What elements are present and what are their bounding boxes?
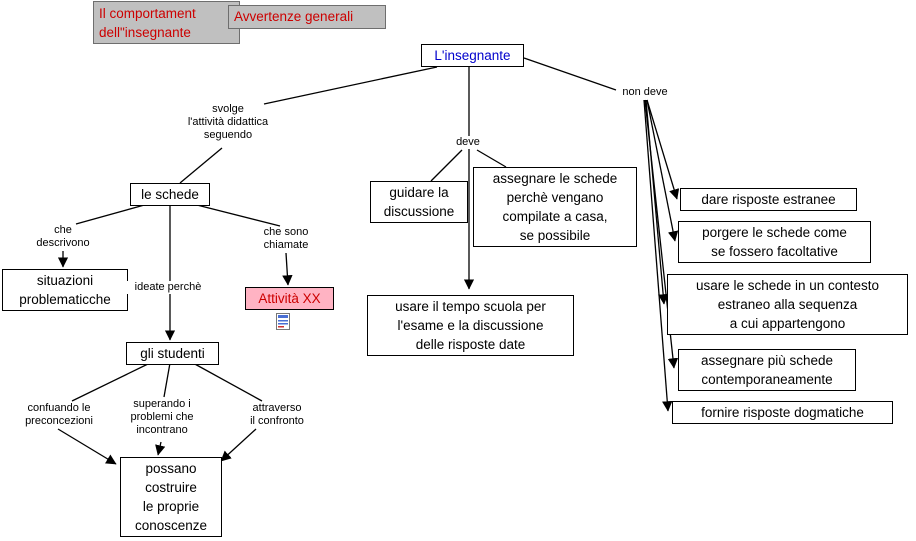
label-superando-problemi[interactable]: superando i problemi che incontrano bbox=[130, 398, 194, 436]
node-usare-tempo-scuola[interactable]: usare il tempo scuola per l'esame e la d… bbox=[367, 295, 574, 356]
label-deve[interactable]: deve bbox=[448, 136, 488, 149]
node-attivita-xx[interactable]: Attività XX bbox=[245, 287, 334, 310]
title-box-comportamento[interactable]: Il comportament dell"insegnante bbox=[93, 1, 240, 44]
edge-deve-guidare bbox=[430, 149, 463, 182]
edge-studenti-attraverso bbox=[192, 362, 263, 402]
node-insegnante[interactable]: L'insegnante bbox=[421, 44, 524, 67]
node-guidare-discussione[interactable]: guidare la discussione bbox=[370, 181, 468, 223]
label-attraverso-confronto[interactable]: attraverso il confronto bbox=[250, 402, 304, 427]
node-le-schede[interactable]: le schede bbox=[130, 183, 210, 206]
label-svolge-attivita[interactable]: svolge l'attività didattica seguendo bbox=[187, 103, 269, 141]
edge-svolge-leschede bbox=[179, 147, 223, 184]
edge-studenti-confuando bbox=[71, 362, 151, 402]
label-confuando-preconcezioni[interactable]: confuando le preconcezioni bbox=[25, 402, 93, 427]
node-assegnare-piu-schede[interactable]: assegnare più schede contemporaneamente bbox=[678, 349, 856, 391]
edge-leschede-chedescrivono bbox=[75, 203, 149, 225]
edge-insegnante-svolge bbox=[263, 66, 438, 105]
edge-nondeve-dare bbox=[646, 99, 680, 200]
edge-chesono-attivita bbox=[282, 252, 293, 286]
edge-leschede-chesono bbox=[192, 203, 281, 227]
node-porgere-schede-facoltative[interactable]: porgere le schede come se fossero facolt… bbox=[678, 221, 871, 263]
edge-superando-possano bbox=[155, 441, 166, 456]
label-ideate-perche[interactable]: ideate perchè bbox=[124, 281, 212, 294]
edge-confuando-possano bbox=[57, 428, 117, 465]
edge-deve-assegnarecasa bbox=[476, 149, 507, 168]
edge-nondeve-porgere bbox=[646, 99, 679, 242]
node-dare-risposte-estranee[interactable]: dare risposte estranee bbox=[680, 188, 857, 211]
node-fornire-risposte-dogmatiche[interactable]: fornire risposte dogmatiche bbox=[672, 401, 893, 424]
node-situazioni-problematiche[interactable]: situazioni problematicche bbox=[2, 269, 128, 311]
edge-studenti-superando bbox=[163, 362, 171, 398]
node-usare-schede-contesto[interactable]: usare le schede in un contesto estraneo … bbox=[667, 274, 908, 335]
edge-attraverso-possano bbox=[220, 428, 257, 462]
resource-icon[interactable] bbox=[276, 313, 290, 330]
edge-insegnante-nondeve bbox=[523, 57, 617, 91]
label-che-sono-chiamate[interactable]: che sono chiamate bbox=[263, 226, 309, 251]
node-assegnare-schede-casa[interactable]: assegnare le schede perchè vengano compi… bbox=[473, 167, 637, 247]
label-non-deve[interactable]: non deve bbox=[617, 86, 673, 99]
node-gli-studenti[interactable]: gli studenti bbox=[126, 342, 219, 365]
edge-nondeve-dogmatiche bbox=[643, 99, 673, 412]
title-box-avvertenze[interactable]: Avvertenze generali bbox=[228, 5, 386, 29]
label-che-descrivono[interactable]: che descrivono bbox=[36, 224, 90, 249]
node-possano-costruire[interactable]: possano costruire le proprie conoscenze bbox=[120, 457, 222, 537]
